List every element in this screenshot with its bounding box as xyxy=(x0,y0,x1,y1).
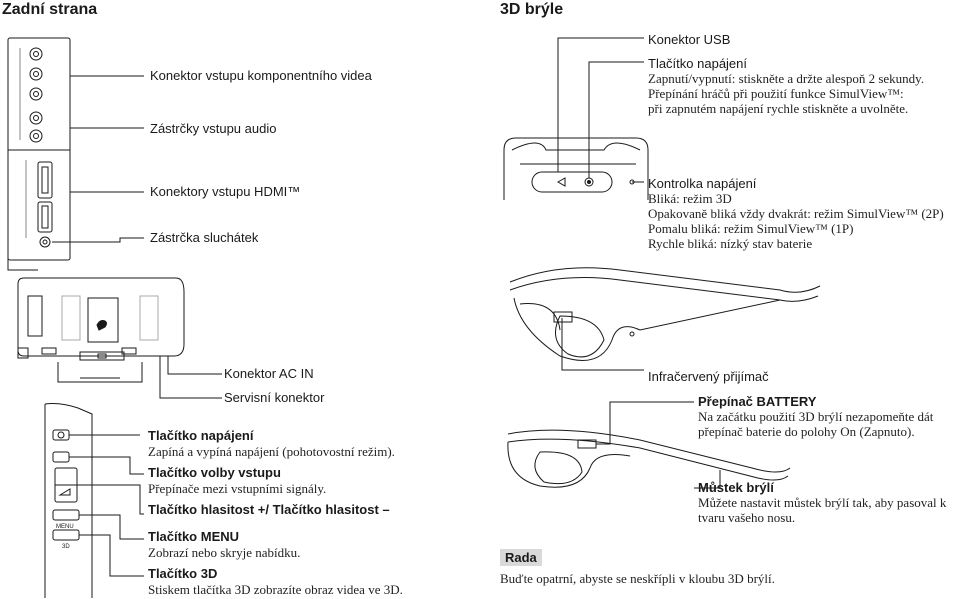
panel-3d-marking: 3D xyxy=(62,544,70,550)
power-button-title: Tlačítko napájení xyxy=(148,428,254,443)
input-button-title: Tlačítko volby vstupu xyxy=(148,465,281,480)
glasses-power-line-1: Zapnutí/vypnutí: stiskněte a držte alesp… xyxy=(648,71,925,86)
battery-switch-title: Přepínač BATTERY xyxy=(698,394,817,409)
glasses-power-block: Tlačítko napájení Zapnutí/vypnutí: stisk… xyxy=(648,56,924,116)
menu-button-title: Tlačítko MENU xyxy=(148,529,240,544)
bridge-block: Můstek brýlí Můžete nastavit můstek brýl… xyxy=(698,480,946,525)
input-button-desc: Přepínače mezi vstupními signály. xyxy=(148,481,327,496)
bridge-title: Můstek brýlí xyxy=(698,480,774,495)
3d-button-desc: Stiskem tlačítka 3D zobrazíte obraz vide… xyxy=(148,582,403,597)
tip-text: Buďte opatrní, abyste se neskřípli v klo… xyxy=(500,571,775,586)
panel-menu-marking: MENU xyxy=(56,524,74,530)
bridge-line-2: tvaru vašeho nosu. xyxy=(698,510,796,525)
indicator-line-3: Pomalu bliká: režim SimulView™ (1P) xyxy=(648,221,854,236)
glasses-power-title: Tlačítko napájení xyxy=(648,56,748,71)
indicator-line-1: Bliká: režim 3D xyxy=(648,191,732,206)
indicator-line-2: Opakovaně bliká vždy dvakrát: režim Simu… xyxy=(648,206,944,221)
bridge-line-1: Můžete nastavit můstek brýlí tak, aby pa… xyxy=(698,495,947,510)
side-panel-illustration xyxy=(44,403,93,598)
label-usb-connector: Konektor USB xyxy=(648,32,731,47)
button-descriptions: Tlačítko napájení Zapíná a vypíná napáje… xyxy=(148,428,448,597)
glasses-top-illustration xyxy=(503,137,649,200)
battery-line-1: Na začátku použití 3D brýlí nezapomeňte … xyxy=(698,409,934,424)
left-section-title: Zadní strana xyxy=(2,1,98,18)
glasses-power-line-3: při zapnutém napájení rychle stiskněte a… xyxy=(648,101,909,116)
power-button-desc: Zapíná a vypíná napájení (pohotovostní r… xyxy=(148,444,395,459)
volume-button-title: Tlačítko hlasitost +/ Tlačítko hlasitost… xyxy=(148,502,390,517)
monitor-back-illustration xyxy=(17,277,185,383)
glasses-power-line-2: Přepínání hráčů při použití funkce Simul… xyxy=(648,86,904,101)
back-panel-illustration xyxy=(7,37,71,261)
label-ir-receiver: Infračervený přijímač xyxy=(648,369,769,384)
right-section-title: 3D brýle xyxy=(500,1,564,18)
label-hdmi: Konektory vstupu HDMI™ xyxy=(150,184,301,199)
label-audio-jacks: Zástrčky vstupu audio xyxy=(150,121,277,136)
label-service-connector: Servisní konektor xyxy=(224,390,325,405)
label-headphones: Zástrčka sluchátek xyxy=(150,230,259,245)
menu-button-desc: Zobrazí nebo skryje nabídku. xyxy=(148,545,301,560)
tip-badge: Rada xyxy=(500,549,542,566)
label-component-video: Konektor vstupu komponentního videa xyxy=(150,68,372,83)
indicator-title: Kontrolka napájení xyxy=(648,176,757,191)
glasses-3d-illustration xyxy=(509,267,821,361)
indicator-line-4: Rychle bliká: nízký stav baterie xyxy=(648,236,813,251)
label-ac-in: Konektor AC IN xyxy=(224,366,314,381)
3d-button-title: Tlačítko 3D xyxy=(148,566,218,581)
indicator-block: Kontrolka napájení Bliká: režim 3D Opako… xyxy=(648,176,944,251)
battery-line-2: přepínač baterie do polohy On (Zapnuto). xyxy=(698,424,915,439)
battery-switch-block: Přepínač BATTERY Na začátku použití 3D b… xyxy=(698,394,933,439)
glasses-side-illustration xyxy=(507,429,791,488)
